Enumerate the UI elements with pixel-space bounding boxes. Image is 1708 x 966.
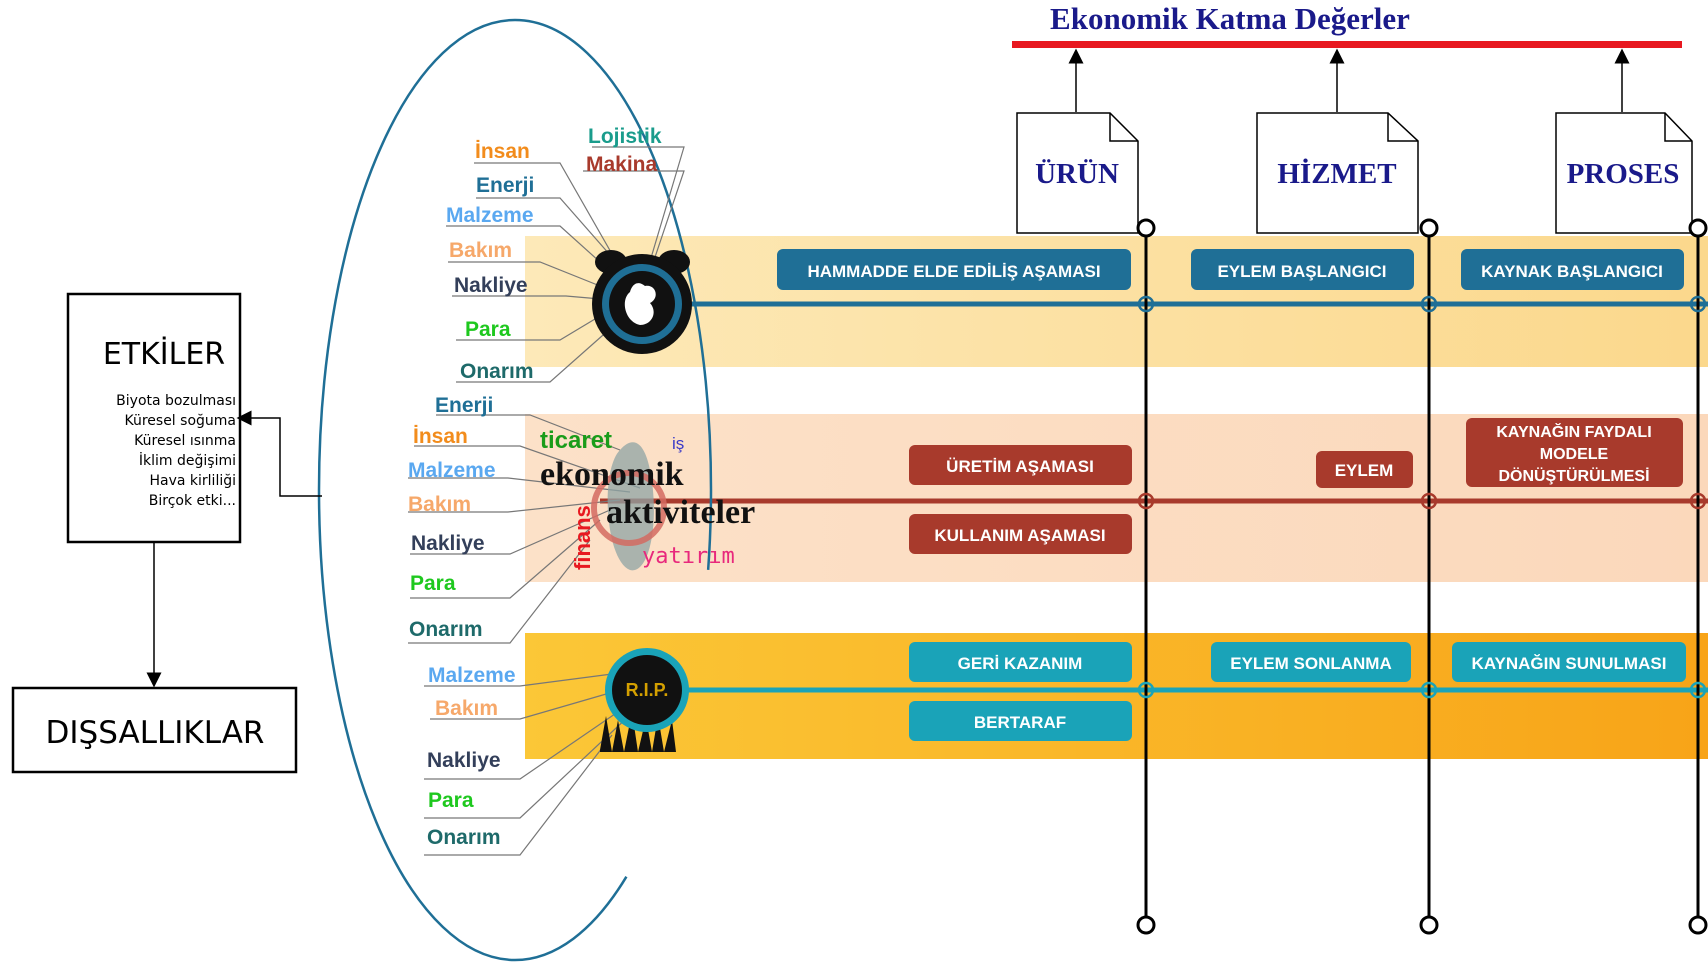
- word-aktiviteler: aktiviteler: [606, 494, 755, 531]
- timeline-proses: [1688, 218, 1708, 935]
- etkiler-box: ETKİLER Biyota bozulması Küresel soğuma …: [66, 292, 242, 544]
- svg-text:KULLANIM AŞAMASI: KULLANIM AŞAMASI: [934, 526, 1105, 545]
- top-input-makina: Makina: [586, 153, 658, 176]
- top-input-malzeme: Malzeme: [446, 204, 534, 227]
- bottom-leader-lines: [424, 673, 631, 856]
- pill-bertaraf: BERTARAF: [909, 701, 1132, 741]
- etkiler-item: İklim değişimi: [139, 451, 236, 469]
- svg-text:ÜRETİM AŞAMASI: ÜRETİM AŞAMASI: [946, 457, 1094, 476]
- svg-text:BERTARAF: BERTARAF: [974, 713, 1066, 732]
- svg-text:DÖNÜŞTÜRÜLMESİ: DÖNÜŞTÜRÜLMESİ: [1498, 466, 1649, 485]
- lifecycle-ellipse: [317, 18, 713, 962]
- economic-activities-emblem: ticaret iş ekonomik aktiviteler finans y…: [540, 427, 755, 571]
- middle-input-insan: İnsan: [413, 425, 468, 448]
- svg-text:EYLEM: EYLEM: [1335, 461, 1394, 480]
- pill-kaynak-baslangici: KAYNAK BAŞLANGICI: [1461, 249, 1684, 290]
- middle-input-malzeme: Malzeme: [408, 459, 496, 482]
- word-is: iş: [672, 434, 684, 453]
- pill-eylem: EYLEM: [1316, 451, 1413, 488]
- pill-kaynagin-sunulmasi: KAYNAĞIN SUNULMASI: [1452, 642, 1686, 682]
- doc-proses-label: PROSES: [1567, 158, 1680, 190]
- doc-hizmet: HİZMET: [1256, 112, 1419, 234]
- timeline-urun: [1136, 218, 1156, 935]
- doc-urun-label: ÜRÜN: [1035, 158, 1119, 190]
- etkiler-item: Birçok etki...: [149, 493, 236, 509]
- top-input-insan: İnsan: [475, 140, 530, 163]
- doc-urun: ÜRÜN: [1016, 112, 1139, 234]
- intersection-nodes: [1137, 295, 1707, 699]
- dissalliklar-box: DIŞSALLIKLAR: [11, 686, 298, 774]
- bottom-input-nakliye: Nakliye: [427, 749, 501, 772]
- dissalliklar-label: DIŞSALLIKLAR: [46, 715, 265, 751]
- etkiler-item: Biyota bozulması: [116, 393, 236, 409]
- svg-text:MODELE: MODELE: [1540, 446, 1609, 463]
- bottom-input-malzeme: Malzeme: [428, 664, 516, 687]
- pill-kaynagin-faydali: KAYNAĞIN FAYDALI MODELE DÖNÜŞTÜRÜLMESİ: [1466, 418, 1683, 487]
- svg-text:KAYNAK BAŞLANGICI: KAYNAK BAŞLANGICI: [1481, 262, 1663, 281]
- etkiler-item: Küresel ısınma: [134, 433, 236, 449]
- top-input-lojistik: Lojistik: [588, 125, 662, 148]
- top-input-nakliye: Nakliye: [454, 274, 528, 297]
- pill-geri-kazanim: GERİ KAZANIM: [909, 642, 1132, 682]
- pill-eylem-baslangici: EYLEM BAŞLANGICI: [1191, 249, 1414, 290]
- middle-input-enerji: Enerji: [435, 394, 493, 417]
- etkiler-item: Hava kirliliği: [149, 473, 236, 489]
- middle-input-para: Para: [410, 572, 456, 595]
- svg-text:GERİ KAZANIM: GERİ KAZANIM: [958, 654, 1083, 673]
- word-yatirim: yatırım: [642, 544, 735, 569]
- svg-text:EYLEM BAŞLANGICI: EYLEM BAŞLANGICI: [1217, 262, 1386, 281]
- word-ekonomik: ekonomik: [540, 456, 684, 493]
- diagram-title: Ekonomik Katma Değerler: [1050, 1, 1410, 36]
- word-finans: finans: [570, 505, 595, 570]
- pill-kullanim: KULLANIM AŞAMASI: [909, 514, 1132, 554]
- bottom-input-para: Para: [428, 789, 474, 812]
- ellipse-to-etkiler-arrow: [236, 410, 322, 497]
- title-underline: [1012, 41, 1682, 48]
- svg-text:KAYNAĞIN FAYDALI: KAYNAĞIN FAYDALI: [1496, 422, 1651, 441]
- pill-eylem-sonlanma: EYLEM SONLANMA: [1211, 642, 1411, 682]
- doc-hizmet-label: HİZMET: [1277, 157, 1396, 190]
- doc-proses: PROSES: [1555, 112, 1693, 234]
- timeline-hizmet: [1419, 218, 1439, 935]
- svg-text:EYLEM SONLANMA: EYLEM SONLANMA: [1230, 654, 1392, 673]
- word-ticaret: ticaret: [540, 427, 612, 454]
- top-input-enerji: Enerji: [476, 174, 534, 197]
- top-input-bakim: Bakım: [449, 239, 512, 262]
- middle-input-onarim: Onarım: [409, 618, 483, 641]
- middle-leader-lines: [408, 414, 641, 644]
- etkiler-title: ETKİLER: [103, 336, 225, 372]
- top-input-onarim: Onarım: [460, 360, 534, 383]
- pill-uretim: ÜRETİM AŞAMASI: [909, 445, 1132, 485]
- rip-label: R.I.P.: [626, 680, 669, 700]
- middle-input-bakim: Bakım: [408, 493, 471, 516]
- middle-input-nakliye: Nakliye: [411, 532, 485, 555]
- bottom-input-onarim: Onarım: [427, 826, 501, 849]
- svg-text:HAMMADDE ELDE EDİLİŞ AŞAMASI: HAMMADDE ELDE EDİLİŞ AŞAMASI: [807, 262, 1100, 281]
- etkiler-item: Küresel soğuma: [124, 413, 236, 429]
- svg-text:KAYNAĞIN SUNULMASI: KAYNAĞIN SUNULMASI: [1472, 654, 1667, 673]
- alarm-clock-icon: [592, 250, 692, 354]
- pill-hammadde: HAMMADDE ELDE EDİLİŞ AŞAMASI: [777, 249, 1131, 290]
- rip-tombstone-icon: R.I.P.: [600, 648, 690, 752]
- top-input-para: Para: [465, 318, 511, 341]
- bottom-input-bakim: Bakım: [435, 697, 498, 720]
